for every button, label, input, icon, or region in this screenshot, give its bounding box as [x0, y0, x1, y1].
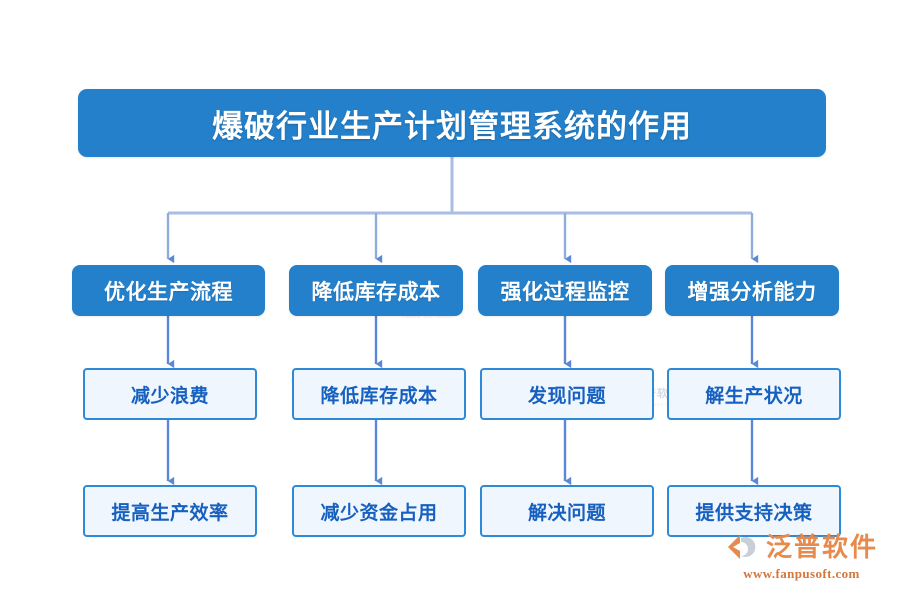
branch-1-level2-label: 优化生产流程 [104, 280, 233, 304]
diagram-title-box: 爆破行业生产计划管理系统的作用 [78, 89, 826, 157]
branch-4-level2-box[interactable]: 增强分析能力 [665, 265, 839, 316]
brand-url: www.fanpusoft.com [743, 566, 860, 581]
branch-3-level3-label: 发现问题 [527, 385, 606, 407]
branch-4-level3-box[interactable]: 解生产状况 [667, 368, 841, 420]
branch-2-level4-label: 减少资金占用 [320, 502, 438, 524]
branch-1-level2-box[interactable]: 优化生产流程 [72, 265, 265, 316]
branch-3-level3-box[interactable]: 发现问题 [480, 368, 654, 420]
branch-2-level2-box[interactable]: 降低库存成本 [289, 265, 463, 316]
branch-3-level2-box[interactable]: 强化过程监控 [478, 265, 652, 316]
branch-4-level3-label: 解生产状况 [705, 385, 803, 407]
branch-4-level4-label: 提供支持决策 [695, 502, 813, 524]
branch-1-level4-box[interactable]: 提高生产效率 [83, 485, 257, 537]
branch-2-level2-label: 降低库存成本 [311, 280, 441, 304]
branch-2-level3-label: 降低库存成本 [320, 385, 438, 407]
branch-2-level3-box[interactable]: 降低库存成本 [292, 368, 466, 420]
branch-4-level2-label: 增强分析能力 [687, 280, 817, 304]
branch-1-level3-box[interactable]: 减少浪费 [83, 368, 257, 420]
page-title: 爆破行业生产计划管理系统的作用 [212, 108, 692, 144]
branch-1-level4-label: 提高生产效率 [111, 502, 229, 524]
branch-4-level4-box[interactable]: 提供支持决策 [667, 485, 841, 537]
brand-name: 泛普软件 [765, 532, 878, 562]
branch-3-level4-label: 解决问题 [527, 502, 606, 524]
branch-3-level4-box[interactable]: 解决问题 [480, 485, 654, 537]
branch-2-level4-box[interactable]: 减少资金占用 [292, 485, 466, 537]
brand-logo: 泛普软件 www.fanpusoft.com [725, 530, 878, 582]
fanpu-logo-icon [725, 530, 759, 564]
branch-1-level3-label: 减少浪费 [130, 385, 209, 407]
branch-3-level2-label: 强化过程监控 [500, 280, 630, 304]
